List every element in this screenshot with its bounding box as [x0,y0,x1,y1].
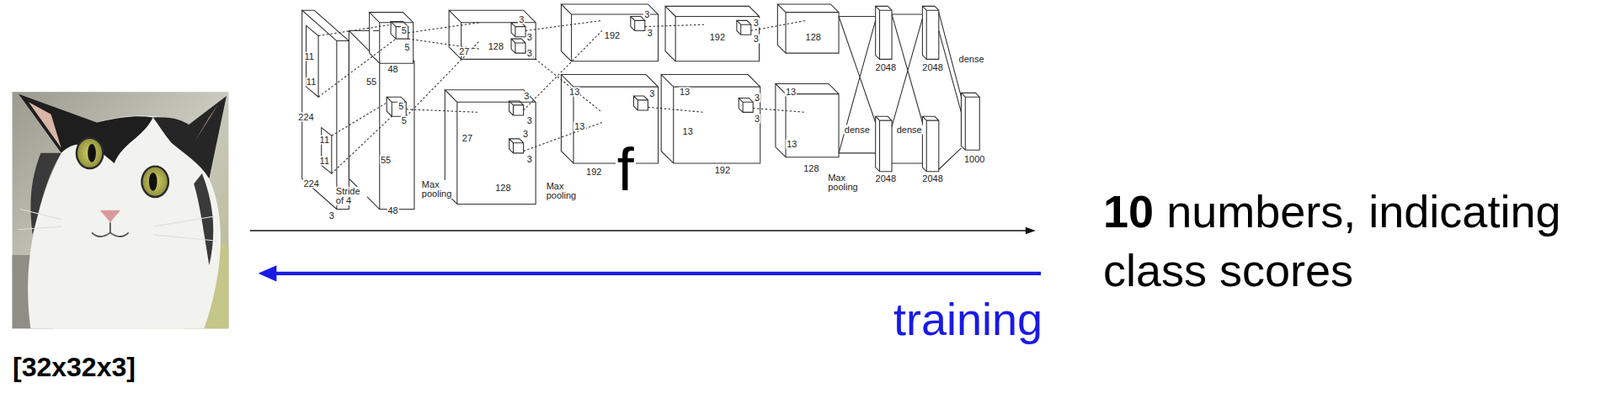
layer-note: Max pooling [826,173,859,192]
dimension-label: 128 [487,41,505,51]
dimension-label: 11 [319,156,331,166]
dimension-label: 192 [714,165,731,176]
function-symbol: f [615,138,636,200]
cat-photo [12,91,230,329]
training-arrow [258,265,1041,282]
training-label: training [893,296,1043,342]
dimension-label: 48 [386,64,399,75]
dimension-label: 2048 [921,62,944,72]
dimension-label: 3 [526,154,534,165]
dimension-label: 2048 [874,62,897,72]
dimension-label: 3 [522,90,530,101]
dimension-label: 3 [752,17,760,27]
dimension-label: 55 [365,76,378,86]
dimension-label: 13 [568,87,581,97]
dimension-label: 13 [682,127,694,137]
dimension-label: 5 [400,115,408,125]
dimension-label: 3 [522,128,529,139]
dimension-label: 55 [379,155,392,166]
output-text: numbers, indicating class scores [1103,186,1561,296]
dimension-label: 11 [319,135,331,145]
dimension-label: 2048 [921,174,944,184]
dimension-label: 3 [753,113,761,123]
dimension-label: 13 [678,87,691,97]
dimension-label: 3 [526,48,534,59]
dimension-label: 3 [753,93,761,103]
dimension-label: 3 [526,32,534,42]
dimension-label: 11 [305,76,317,86]
dimension-label: 3 [526,115,534,125]
dimension-label: 3 [643,9,651,19]
dimension-label: 2048 [874,174,897,184]
dimension-label: 13 [573,122,586,132]
dimension-label: 3 [648,89,656,99]
dimension-label: 5 [400,26,408,36]
forward-arrow [250,227,1036,235]
dimension-label: 3 [517,15,525,25]
layer-note: Max pooling [421,180,453,199]
dimension-label: 48 [386,205,399,215]
dimension-label: 3 [328,210,336,220]
dimension-label: 3 [752,34,760,44]
dimension-label: 192 [603,31,621,41]
dimension-label: 224 [302,179,320,189]
dimension-label: 13 [785,138,798,149]
dimension-label: 27 [461,133,474,143]
dimension-label: dense [843,124,871,134]
dimension-label: 11 [303,51,315,61]
dimension-label: 1000 [963,154,986,165]
dimension-label: 3 [646,27,654,38]
dimension-label: 5 [403,42,411,52]
dimension-label: dense [958,54,986,64]
dimension-label: 128 [805,32,822,42]
layer-note: Max pooling [545,181,577,201]
dimension-label: 13 [784,87,797,97]
dimension-label: 192 [585,166,603,176]
dimension-label: 128 [494,182,512,192]
dimension-label: 128 [802,163,820,173]
dimension-label: 27 [458,46,470,56]
layer-note: Stride of 4 [335,186,368,206]
dimension-label: 192 [709,32,726,42]
input-size: [32x32x3] [12,353,136,381]
dimension-label: 5 [397,101,405,112]
dimension-label: 224 [297,112,315,123]
network-diagram [302,4,981,210]
dimension-label: dense [896,124,923,134]
class-count: 10 [1103,186,1154,237]
output-description: 10numbers, indicating class scores [1103,181,1596,300]
